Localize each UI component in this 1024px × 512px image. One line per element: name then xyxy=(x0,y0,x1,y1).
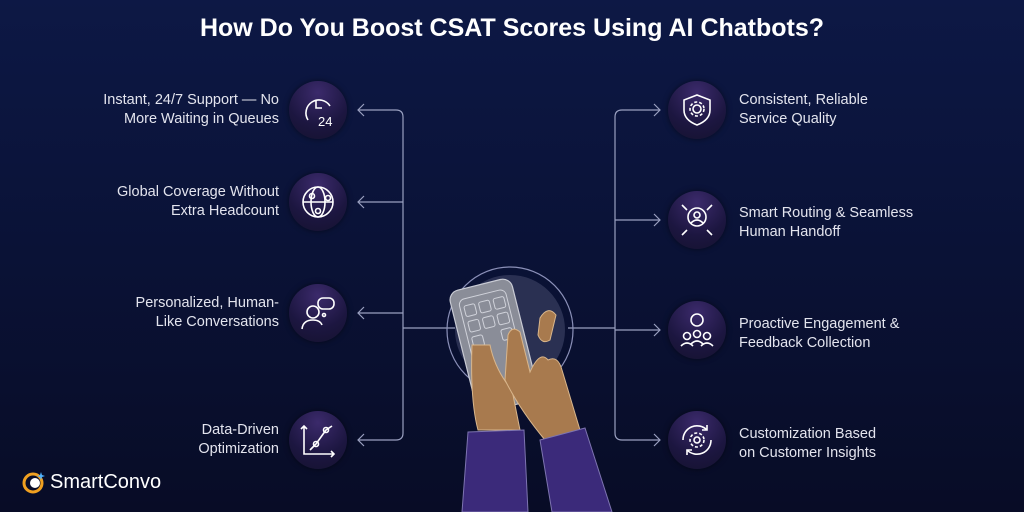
right-item-label: Proactive Engagement &Feedback Collectio… xyxy=(739,316,900,351)
group-feedback-icon xyxy=(668,301,726,359)
globe-network-icon xyxy=(289,173,347,231)
brand-name: SmartConvo xyxy=(50,470,162,493)
phone-hands-illustration xyxy=(446,266,613,512)
gear-refresh-icon xyxy=(668,411,726,469)
growth-chart-icon xyxy=(289,411,347,469)
person-chat-icon xyxy=(289,284,347,342)
shield-gear-icon xyxy=(668,81,726,139)
brand-logo: SmartConvo xyxy=(22,470,161,494)
smartconvo-logo-icon xyxy=(22,472,45,494)
page-title: How Do You Boost CSAT Scores Using AI Ch… xyxy=(199,14,825,42)
clock-24-icon: 24 xyxy=(289,81,347,139)
person-routing-icon xyxy=(668,191,726,249)
left-item-label: Personalized, Human-Like Conversations xyxy=(135,295,279,330)
svg-text:24: 24 xyxy=(318,114,332,128)
